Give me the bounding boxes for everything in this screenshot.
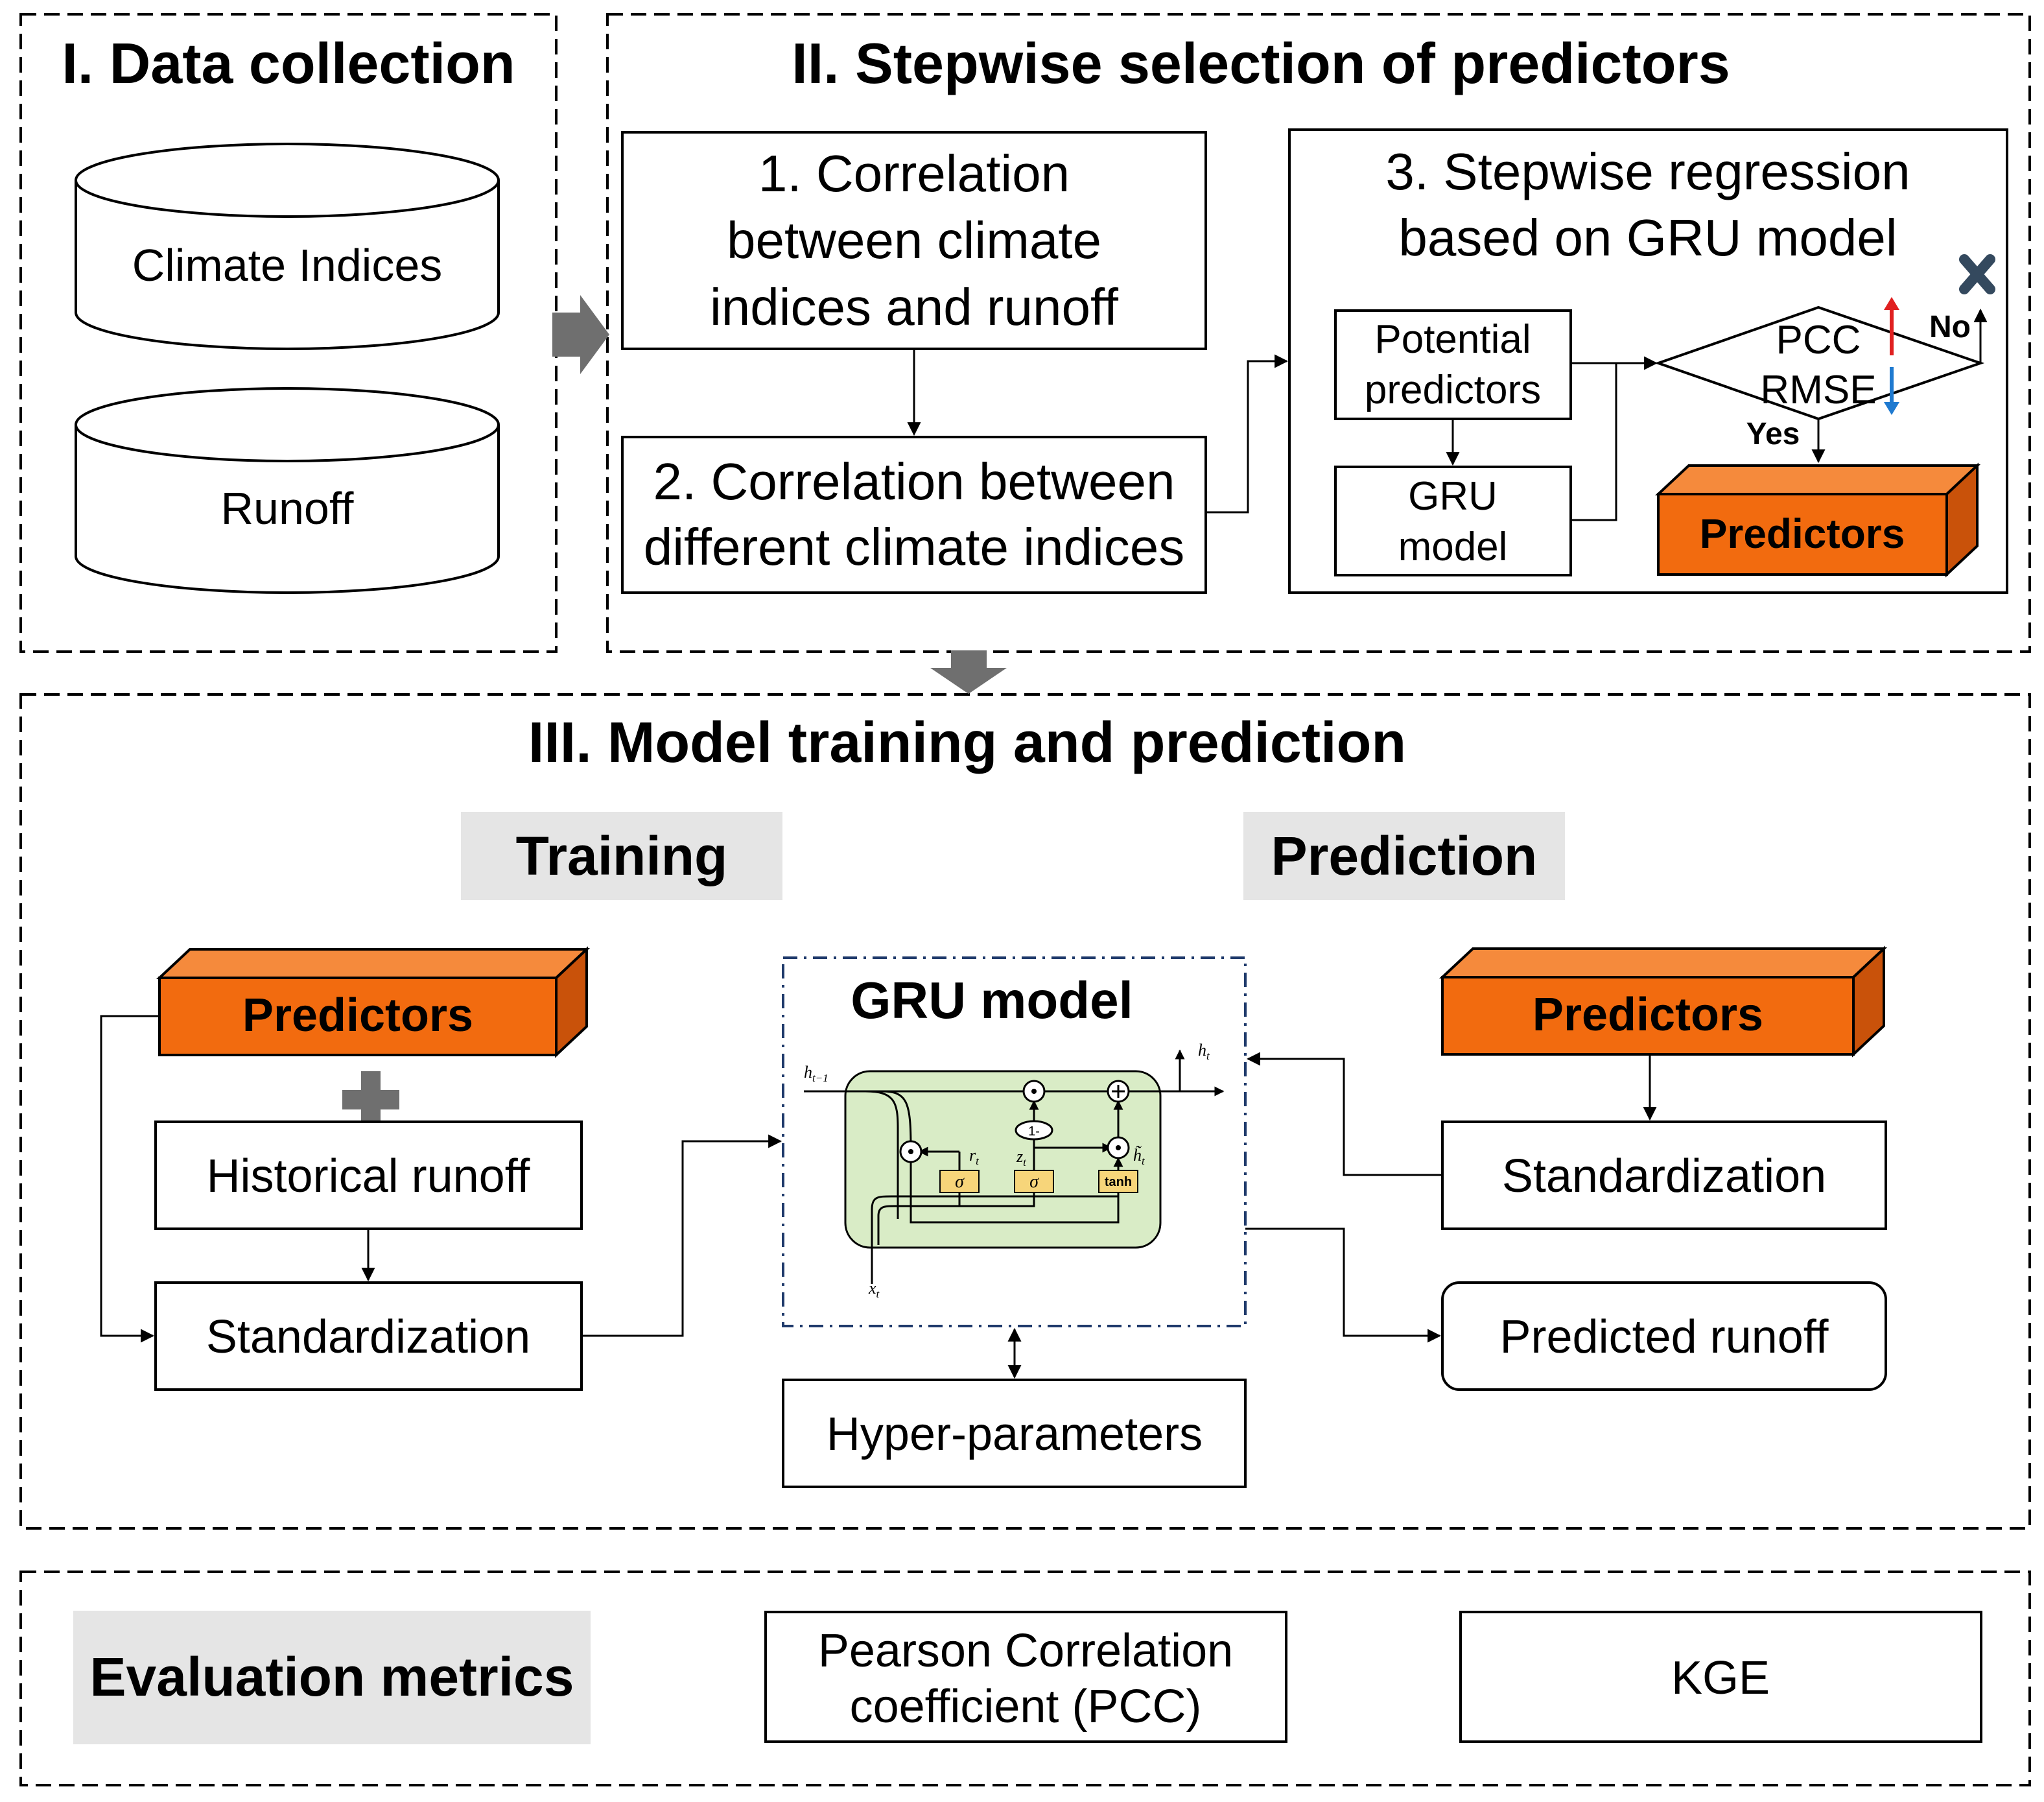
kge-metric-box xyxy=(1459,1611,1982,1743)
gru-one-minus-node xyxy=(1015,1120,1053,1141)
plus-icon xyxy=(342,1071,399,1128)
gru-reset-gate xyxy=(939,1170,980,1193)
prediction-standardization-label: Standardization xyxy=(1502,1150,1826,1202)
training-standardization-label: Standardization xyxy=(206,1311,530,1363)
prediction-standardization-box xyxy=(1441,1120,1887,1230)
gru-one-minus-label: 1- xyxy=(1028,1124,1040,1139)
training-predictors-block: Predictors xyxy=(156,946,591,1058)
hyper-parameters-label: Hyper-parameters xyxy=(827,1408,1203,1460)
flow-arrow-down-icon xyxy=(930,650,1007,694)
gru-h-tilde-label: h̃t xyxy=(1133,1146,1145,1167)
gru-cell-diagram: 1- σ σ tanh ht−1 ht xt rt zt h̃t xyxy=(804,1041,1225,1300)
step2-line2: different climate indices xyxy=(644,518,1185,576)
section-evaluation-frame xyxy=(19,1571,2031,1786)
gru-tanh-gate xyxy=(1098,1170,1138,1193)
prediction-predictors-block: Predictors xyxy=(1439,945,1888,1058)
gru-reset-gate-label: σ xyxy=(955,1172,965,1192)
predicted-runoff-box xyxy=(1441,1281,1887,1391)
pred-standardization-to-gru-connector xyxy=(1246,1052,1442,1176)
prediction-label: Prediction xyxy=(1271,825,1538,886)
runoff-cylinder: Runoff xyxy=(75,387,500,594)
step2-to-step3-connector xyxy=(1206,354,1289,514)
potential-predictors-box xyxy=(1334,309,1572,420)
gru-model-small-line1: GRU xyxy=(1408,474,1498,519)
gru-model-small-line2: model xyxy=(1398,525,1508,569)
decision-pcc-label: PCC xyxy=(1776,318,1861,362)
gru-to-predicted-runoff-connector xyxy=(1245,1227,1442,1343)
hyper-parameters-box xyxy=(782,1379,1247,1488)
gru-update-gate-label: σ xyxy=(1029,1172,1039,1192)
step2-line1: 2. Correlation between xyxy=(653,453,1175,510)
potential-predictors-line2: predictors xyxy=(1365,368,1541,412)
climate-indices-cylinder: Climate Indices xyxy=(75,143,500,350)
prediction-label-bg xyxy=(1243,812,1565,900)
training-standardization-box xyxy=(154,1281,583,1391)
section-model-frame xyxy=(19,693,2031,1530)
step1-line3: indices and runoff xyxy=(710,278,1119,336)
gru-model-title: GRU model xyxy=(851,971,1133,1029)
historical-runoff-label: Historical runoff xyxy=(207,1150,531,1202)
section-stepwise-frame xyxy=(606,13,2031,653)
rmse-decrease-arrowhead-icon xyxy=(1884,402,1899,415)
step1-box xyxy=(621,131,1207,350)
decision-yes-label: Yes xyxy=(1746,417,1800,451)
gru-x-in-label: xt xyxy=(868,1279,880,1300)
flow-arrow-right-icon xyxy=(552,295,609,374)
kge-metric-label: KGE xyxy=(1671,1652,1770,1704)
stepwise-title: II. Stepwise selection of predictors xyxy=(792,31,1730,95)
reject-cross-icon xyxy=(1959,254,1995,294)
pcc-metric-line1: Pearson Correlation xyxy=(818,1625,1233,1677)
selected-predictors-block: Predictors xyxy=(1654,462,1981,578)
evaluation-label: Evaluation metrics xyxy=(90,1646,574,1707)
climate-indices-label: Climate Indices xyxy=(132,240,443,290)
step1-line1: 1. Correlation xyxy=(758,145,1070,202)
gru-h-prev-label: ht−1 xyxy=(804,1063,828,1084)
data-collection-title: I. Data collection xyxy=(62,31,515,95)
model-section-title: III. Model training and prediction xyxy=(528,710,1406,774)
decision-rmse-label: RMSE xyxy=(1760,368,1876,412)
gru-z-label: zt xyxy=(1016,1147,1027,1168)
gru-r-label: rt xyxy=(969,1146,980,1167)
prediction-predictors-label: Predictors xyxy=(1533,989,1763,1041)
training-label: Training xyxy=(516,825,728,886)
step3-title-line2: based on GRU model xyxy=(1398,209,1897,267)
step1-line2: between climate xyxy=(727,211,1101,269)
step2-box xyxy=(621,436,1207,594)
runoff-label: Runoff xyxy=(221,483,355,534)
predictors-to-standardization-connector xyxy=(100,1015,159,1343)
gru-h-out-label: ht xyxy=(1198,1041,1210,1062)
selected-predictors-label: Predictors xyxy=(1700,510,1905,557)
gru-to-decision-connector xyxy=(1571,363,1617,521)
gru-update-gate xyxy=(1014,1170,1054,1193)
historical-runoff-box xyxy=(154,1120,583,1230)
predicted-runoff-label: Predicted runoff xyxy=(1500,1311,1829,1363)
pcc-metric-box xyxy=(764,1611,1287,1743)
pcc-increase-arrowhead-icon xyxy=(1884,297,1899,310)
gru-cell-body xyxy=(844,1070,1162,1249)
gru-tanh-gate-label: tanh xyxy=(1105,1175,1132,1189)
gru-model-box-small xyxy=(1334,466,1572,576)
training-label-bg xyxy=(461,812,782,900)
training-predictors-label: Predictors xyxy=(242,990,473,1041)
potential-predictors-line1: Potential xyxy=(1374,317,1531,362)
decision-no-label: No xyxy=(1929,310,1971,344)
standardization-to-gru-connector xyxy=(581,1134,782,1337)
step3-title-line1: 3. Stepwise regression xyxy=(1385,143,1910,200)
evaluation-label-bg xyxy=(73,1611,591,1744)
pcc-metric-line2: coefficient (PCC) xyxy=(850,1681,1202,1733)
